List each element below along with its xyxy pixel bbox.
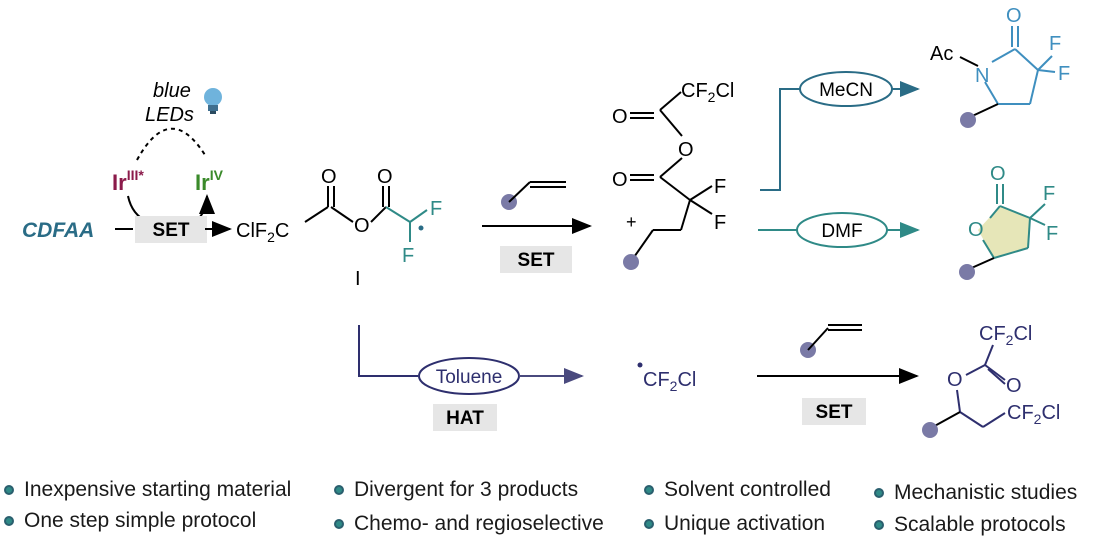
set-box-1 [135, 216, 207, 243]
oxygen-2: O [354, 215, 370, 237]
lactam-product: Ac N O F F [930, 5, 1070, 128]
bullet-dot-icon [4, 485, 14, 495]
plus-charge: + [626, 212, 637, 232]
svg-text:CF2Cl: CF2Cl [1007, 402, 1060, 427]
light-bulb-icon [204, 88, 222, 114]
bullet-dot-icon [644, 485, 654, 495]
set-label-3: SET [816, 402, 853, 423]
lactam-nitrogen: N [975, 65, 989, 87]
lactone-product: O O F F [959, 163, 1058, 280]
bullet-item: Divergent for 3 products [334, 478, 578, 502]
bullet-dot-icon [4, 516, 14, 526]
hat-box [433, 404, 497, 431]
ester-product: CF2Cl O O CF2Cl [922, 323, 1060, 438]
toluene-label: Toluene [436, 367, 503, 388]
bullet-dot-icon [874, 520, 884, 530]
leds-label: LEDs [145, 104, 194, 126]
photocatalytic-cycle: blue LEDs IrIII* IrIV SET CDFAA [22, 80, 232, 243]
intermediate-radical: ClF2C O O O F F I [236, 166, 442, 290]
carbocation-intermediate: CF2Cl O O O F F + [612, 80, 734, 270]
radical-dot [418, 225, 424, 231]
set-box-3 [802, 398, 866, 425]
svg-text:O: O [968, 219, 984, 241]
svg-text:F: F [714, 212, 726, 234]
dmf-label: DMF [821, 221, 862, 242]
svg-text:O: O [678, 139, 694, 161]
hat-branch: Toluene HAT [358, 325, 584, 431]
oxygen-1: O [321, 166, 337, 188]
dmf-branch: DMF [758, 212, 920, 248]
intermediate-label: I [355, 268, 361, 290]
acetyl-label: Ac [930, 43, 953, 65]
set-box-2 [500, 246, 572, 273]
hat-label: HAT [446, 408, 484, 429]
oxygen-3: O [377, 166, 393, 188]
svg-text:CF2Cl: CF2Cl [979, 323, 1032, 348]
svg-text:F: F [1058, 63, 1070, 85]
blue-label: blue [153, 80, 191, 102]
bullet-dot-icon [334, 485, 344, 495]
clf2c-label: ClF2C [236, 220, 289, 245]
fluorine-2: F [402, 245, 414, 267]
bullet-dot-icon [334, 519, 344, 529]
svg-text:O: O [612, 169, 628, 191]
fluorine-1: F [430, 198, 442, 220]
cf2cl-radical: CF2Cl [637, 362, 696, 394]
svg-text:O: O [947, 369, 963, 391]
bullet-item: Unique activation [644, 512, 825, 536]
bullet-item: Chemo- and regioselective [334, 512, 604, 536]
set-label-1: SET [153, 220, 190, 241]
bullet-item: One step simple protocol [4, 509, 256, 533]
svg-text:F: F [714, 176, 726, 198]
dashed-excitation-arc [136, 127, 206, 161]
set-label-2: SET [518, 250, 555, 271]
cdfaa-label: CDFAA [22, 219, 94, 242]
bullet-item: Solvent controlled [644, 478, 831, 502]
feature-bullets: Inexpensive starting material One step s… [0, 472, 1101, 538]
svg-text:F: F [1046, 223, 1058, 245]
svg-text:O: O [612, 106, 628, 128]
svg-text:O: O [1006, 5, 1022, 27]
bullet-item: Inexpensive starting material [4, 478, 291, 502]
alkene-addition-2: SET [757, 324, 919, 425]
bullet-dot-icon [644, 519, 654, 529]
scheme-drawing: blue LEDs IrIII* IrIV SET CDFAA ClF2C O … [22, 5, 1070, 438]
mecn-branch: MeCN [760, 71, 920, 191]
bullet-item: Mechanistic studies [874, 481, 1077, 505]
svg-text:F: F [1043, 183, 1055, 205]
alkene-addition: SET [482, 181, 592, 273]
svg-text:F: F [1049, 33, 1061, 55]
svg-text:O: O [990, 163, 1006, 185]
bullet-dot-icon [874, 488, 884, 498]
ir3-label: IrIII* [112, 167, 144, 195]
cf2cl-top: CF2Cl [681, 80, 734, 105]
ir4-label: IrIV [195, 167, 224, 195]
svg-text:O: O [1006, 375, 1022, 397]
mecn-label: MeCN [819, 80, 873, 101]
svg-text:CF2Cl: CF2Cl [643, 369, 696, 394]
bullet-item: Scalable protocols [874, 513, 1066, 537]
